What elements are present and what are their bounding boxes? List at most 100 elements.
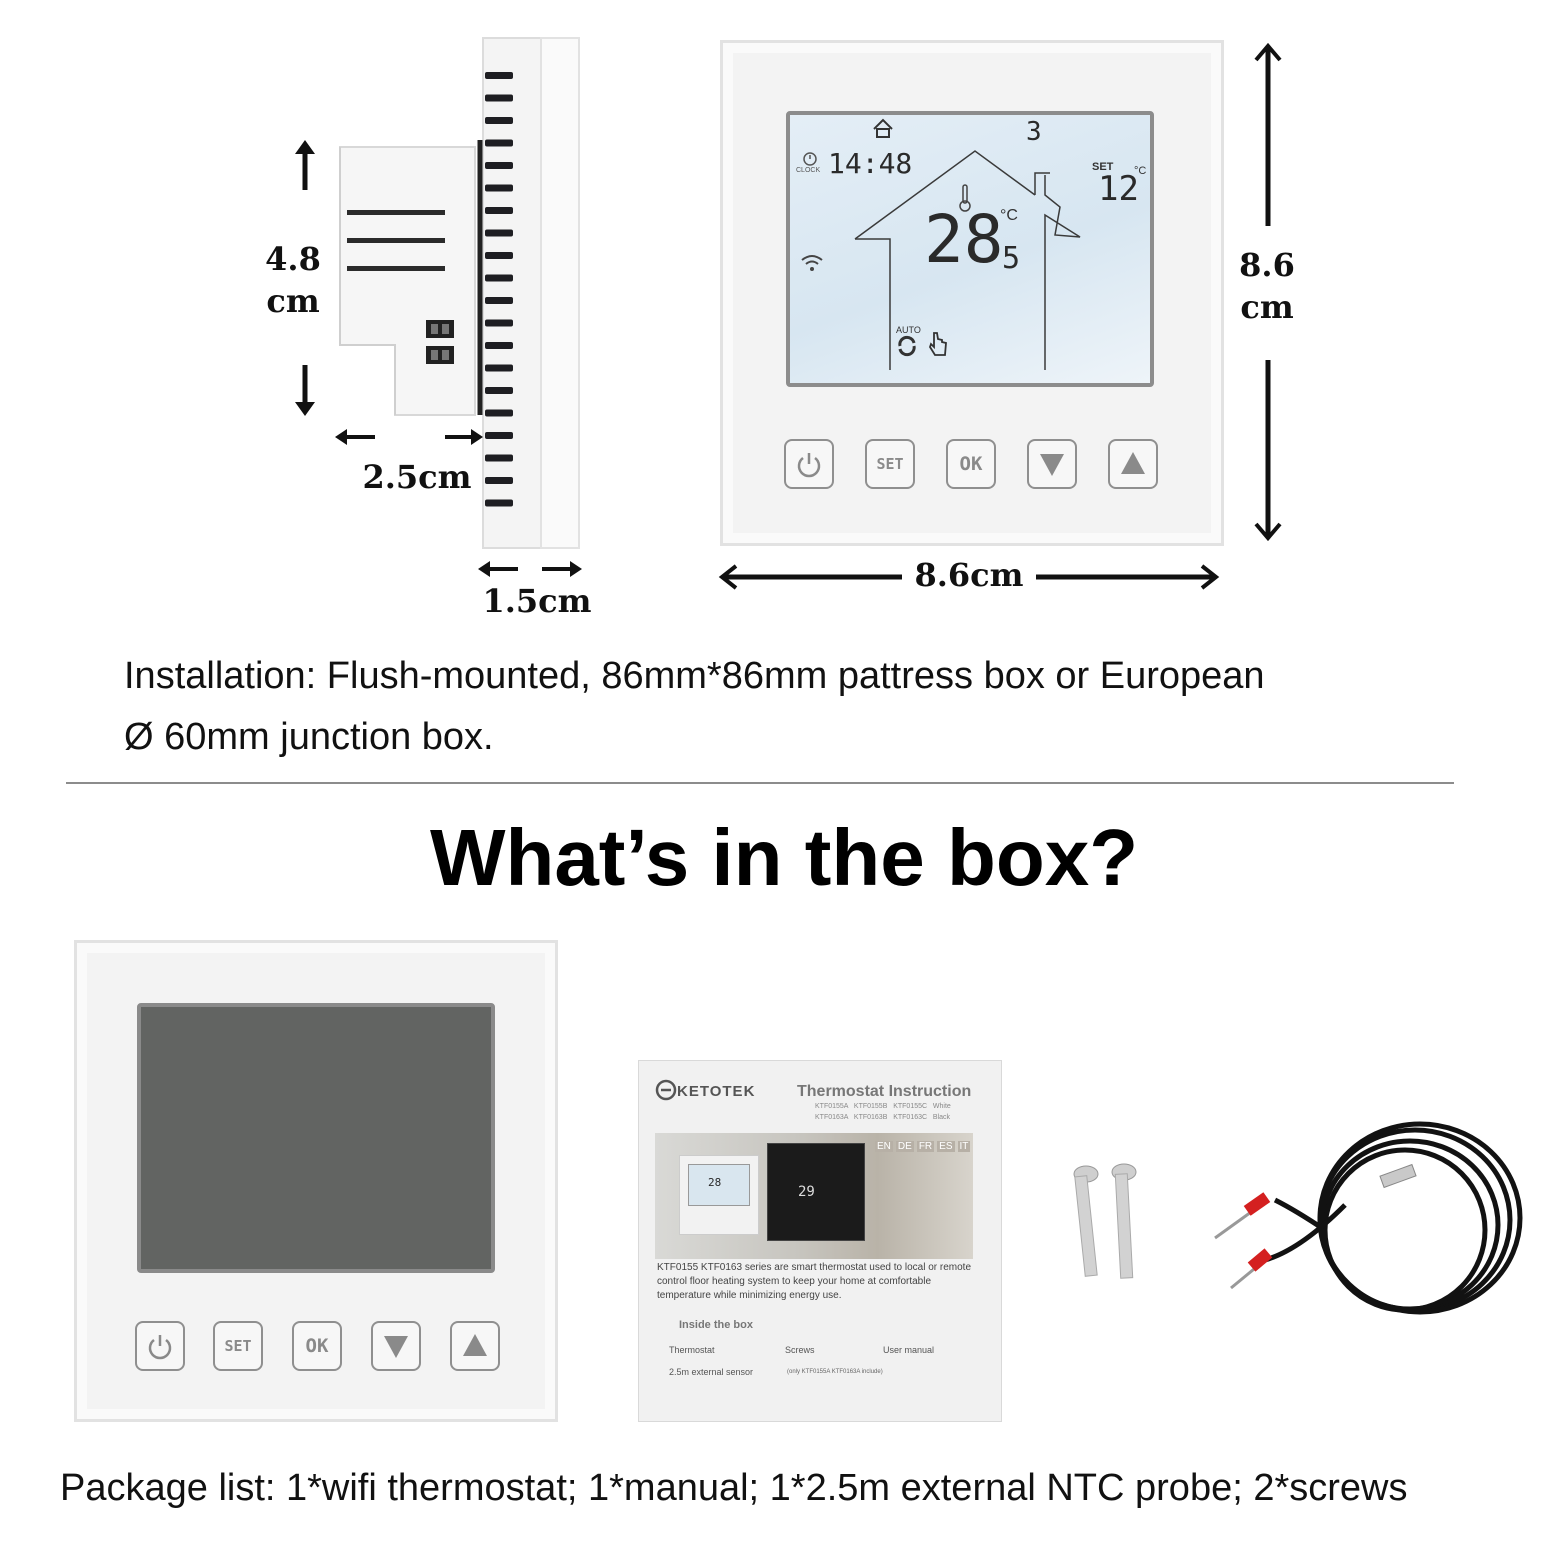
set-temperature: 12	[1098, 169, 1139, 209]
manual-inside-title: Inside the box	[679, 1319, 753, 1331]
manual-title: Thermostat Instruction	[797, 1083, 972, 1100]
installation-text-line2: Ø 60mm junction box.	[124, 716, 494, 758]
power-icon	[797, 453, 821, 478]
vent-tooth	[485, 207, 513, 214]
lang-en: EN	[875, 1141, 893, 1152]
side-height-arrow	[295, 140, 315, 416]
power-button[interactable]	[784, 439, 834, 489]
front-width-label: 8.6cm	[914, 556, 1024, 594]
up-button[interactable]	[1108, 439, 1158, 489]
vent-tooth	[485, 387, 513, 394]
manual-cover-photo: 28 29 EN DE FR ES IT	[655, 1133, 973, 1259]
mini-white-temp: 28	[708, 1176, 722, 1189]
lcd-screen-lit: 3 CLOCK 14:48 SET 12 °C 28 5 °C AUTO	[786, 111, 1154, 387]
manual-item-manual: User manual	[883, 1345, 935, 1355]
vent-tooth	[485, 274, 513, 282]
side-depth-label: 2.5cm	[362, 458, 472, 496]
home-wifi-icon	[873, 118, 893, 138]
manual-description: KTF0155 KTF0163 series are smart thermos…	[657, 1262, 972, 1301]
boxed-thermostat: SET OK	[74, 940, 558, 1422]
front-height-label-2: cm	[1240, 288, 1294, 326]
vent-tooth	[485, 72, 513, 79]
manual-item-sensor-note: (only KTF0155A KTF0163A include)	[787, 1369, 883, 1375]
boxed-ok-label: OK	[305, 1335, 329, 1357]
vent-tooth	[485, 477, 513, 484]
boxed-set-label: SET	[224, 1337, 252, 1355]
front-width-arrow	[718, 564, 1220, 590]
side-view-thermostat	[339, 37, 580, 549]
room-temperature-decimal: 5	[1002, 241, 1021, 276]
vent-tooth	[485, 162, 513, 169]
lcd-screen-off	[137, 1003, 495, 1273]
vent-tooth	[485, 117, 513, 124]
side-height-label-1: 4.8	[265, 240, 321, 278]
vent-tooth	[485, 409, 513, 417]
ok-button[interactable]: OK	[946, 439, 996, 489]
set-button-label: SET	[876, 455, 904, 473]
thermometer-icon	[959, 184, 971, 212]
triangle-up-icon	[1121, 452, 1145, 474]
front-thermostat: 3 CLOCK 14:48 SET 12 °C 28 5 °C AUTO	[720, 40, 1224, 546]
lang-de: DE	[895, 1141, 914, 1152]
triangle-down-icon	[384, 1336, 408, 1358]
triangle-up-icon	[463, 1334, 487, 1356]
front-height-label-1: 8.6	[1239, 246, 1295, 284]
power-icon	[148, 1335, 172, 1360]
down-button[interactable]	[1027, 439, 1077, 489]
side-thickness-label: 1.5cm	[482, 582, 592, 620]
room-temperature: 28	[924, 201, 1004, 278]
mini-black-temp: 29	[798, 1184, 815, 1200]
vent-tooth	[485, 229, 513, 237]
triangle-down-icon	[1040, 454, 1064, 476]
screws	[1073, 1163, 1137, 1279]
mini-white-thermostat: 28	[679, 1155, 759, 1235]
day-of-week: 3	[1026, 117, 1042, 147]
wifi-icon	[801, 255, 823, 271]
ntc-probe-cable	[1214, 1121, 1523, 1315]
vent-tooth	[485, 319, 513, 327]
ketotek-logo-icon	[655, 1079, 677, 1101]
lang-es: ES	[937, 1141, 955, 1152]
auto-cycle-icon	[898, 335, 916, 357]
user-manual: KETOTEK Thermostat Instruction KTF0155A …	[638, 1060, 1002, 1422]
boxed-set-button[interactable]: SET	[213, 1321, 263, 1371]
clock-label: CLOCK	[796, 167, 821, 174]
boxed-up-button[interactable]	[450, 1321, 500, 1371]
lang-fr: FR	[916, 1141, 935, 1152]
set-button[interactable]: SET	[865, 439, 915, 489]
manual-brand: KETOTEK	[677, 1083, 756, 1100]
side-height-label-2: cm	[266, 282, 320, 320]
lang-it: IT	[957, 1141, 971, 1152]
section-divider	[66, 782, 1454, 784]
auto-label: AUTO	[896, 325, 921, 335]
manual-item-thermostat: Thermostat	[669, 1345, 715, 1355]
manual-models-row2: KTF0163A KTF0163B KTF0163C Black	[815, 1114, 951, 1121]
ok-button-label: OK	[959, 453, 983, 475]
manual-item-screws: Screws	[785, 1345, 815, 1355]
room-unit: °C	[1000, 207, 1018, 224]
package-list-text: Package list: 1*wifi thermostat; 1*manua…	[60, 1467, 1408, 1509]
boxed-down-button[interactable]	[371, 1321, 421, 1371]
set-unit: °C	[1134, 165, 1147, 177]
language-badges: EN DE FR ES IT	[875, 1141, 971, 1152]
set-label: SET	[1092, 161, 1114, 173]
front-height-arrow	[1254, 42, 1282, 542]
whats-in-the-box-heading: What’s in the box?	[429, 813, 1139, 902]
boxed-power-button[interactable]	[135, 1321, 185, 1371]
vent-tooth	[485, 499, 513, 507]
side-thickness-arrow	[478, 561, 582, 577]
side-depth-arrow	[335, 429, 483, 445]
mini-black-thermostat: 29	[767, 1143, 865, 1241]
vent-tooth	[485, 364, 513, 372]
boxed-ok-button[interactable]: OK	[292, 1321, 342, 1371]
vent-tooth	[485, 432, 513, 439]
manual-models-row1: KTF0155A KTF0155B KTF0155C White	[815, 1103, 951, 1110]
manual-hand-icon	[929, 332, 947, 356]
vent-tooth	[485, 342, 513, 349]
manual-item-sensor: 2.5m external sensor	[669, 1367, 754, 1377]
installation-text-line1: Installation: Flush-mounted, 86mm*86mm p…	[124, 655, 1265, 697]
vent-tooth	[485, 252, 513, 259]
clock-time: 14:48	[828, 147, 913, 180]
house-outline	[854, 150, 1081, 370]
vent-tooth	[485, 139, 513, 147]
